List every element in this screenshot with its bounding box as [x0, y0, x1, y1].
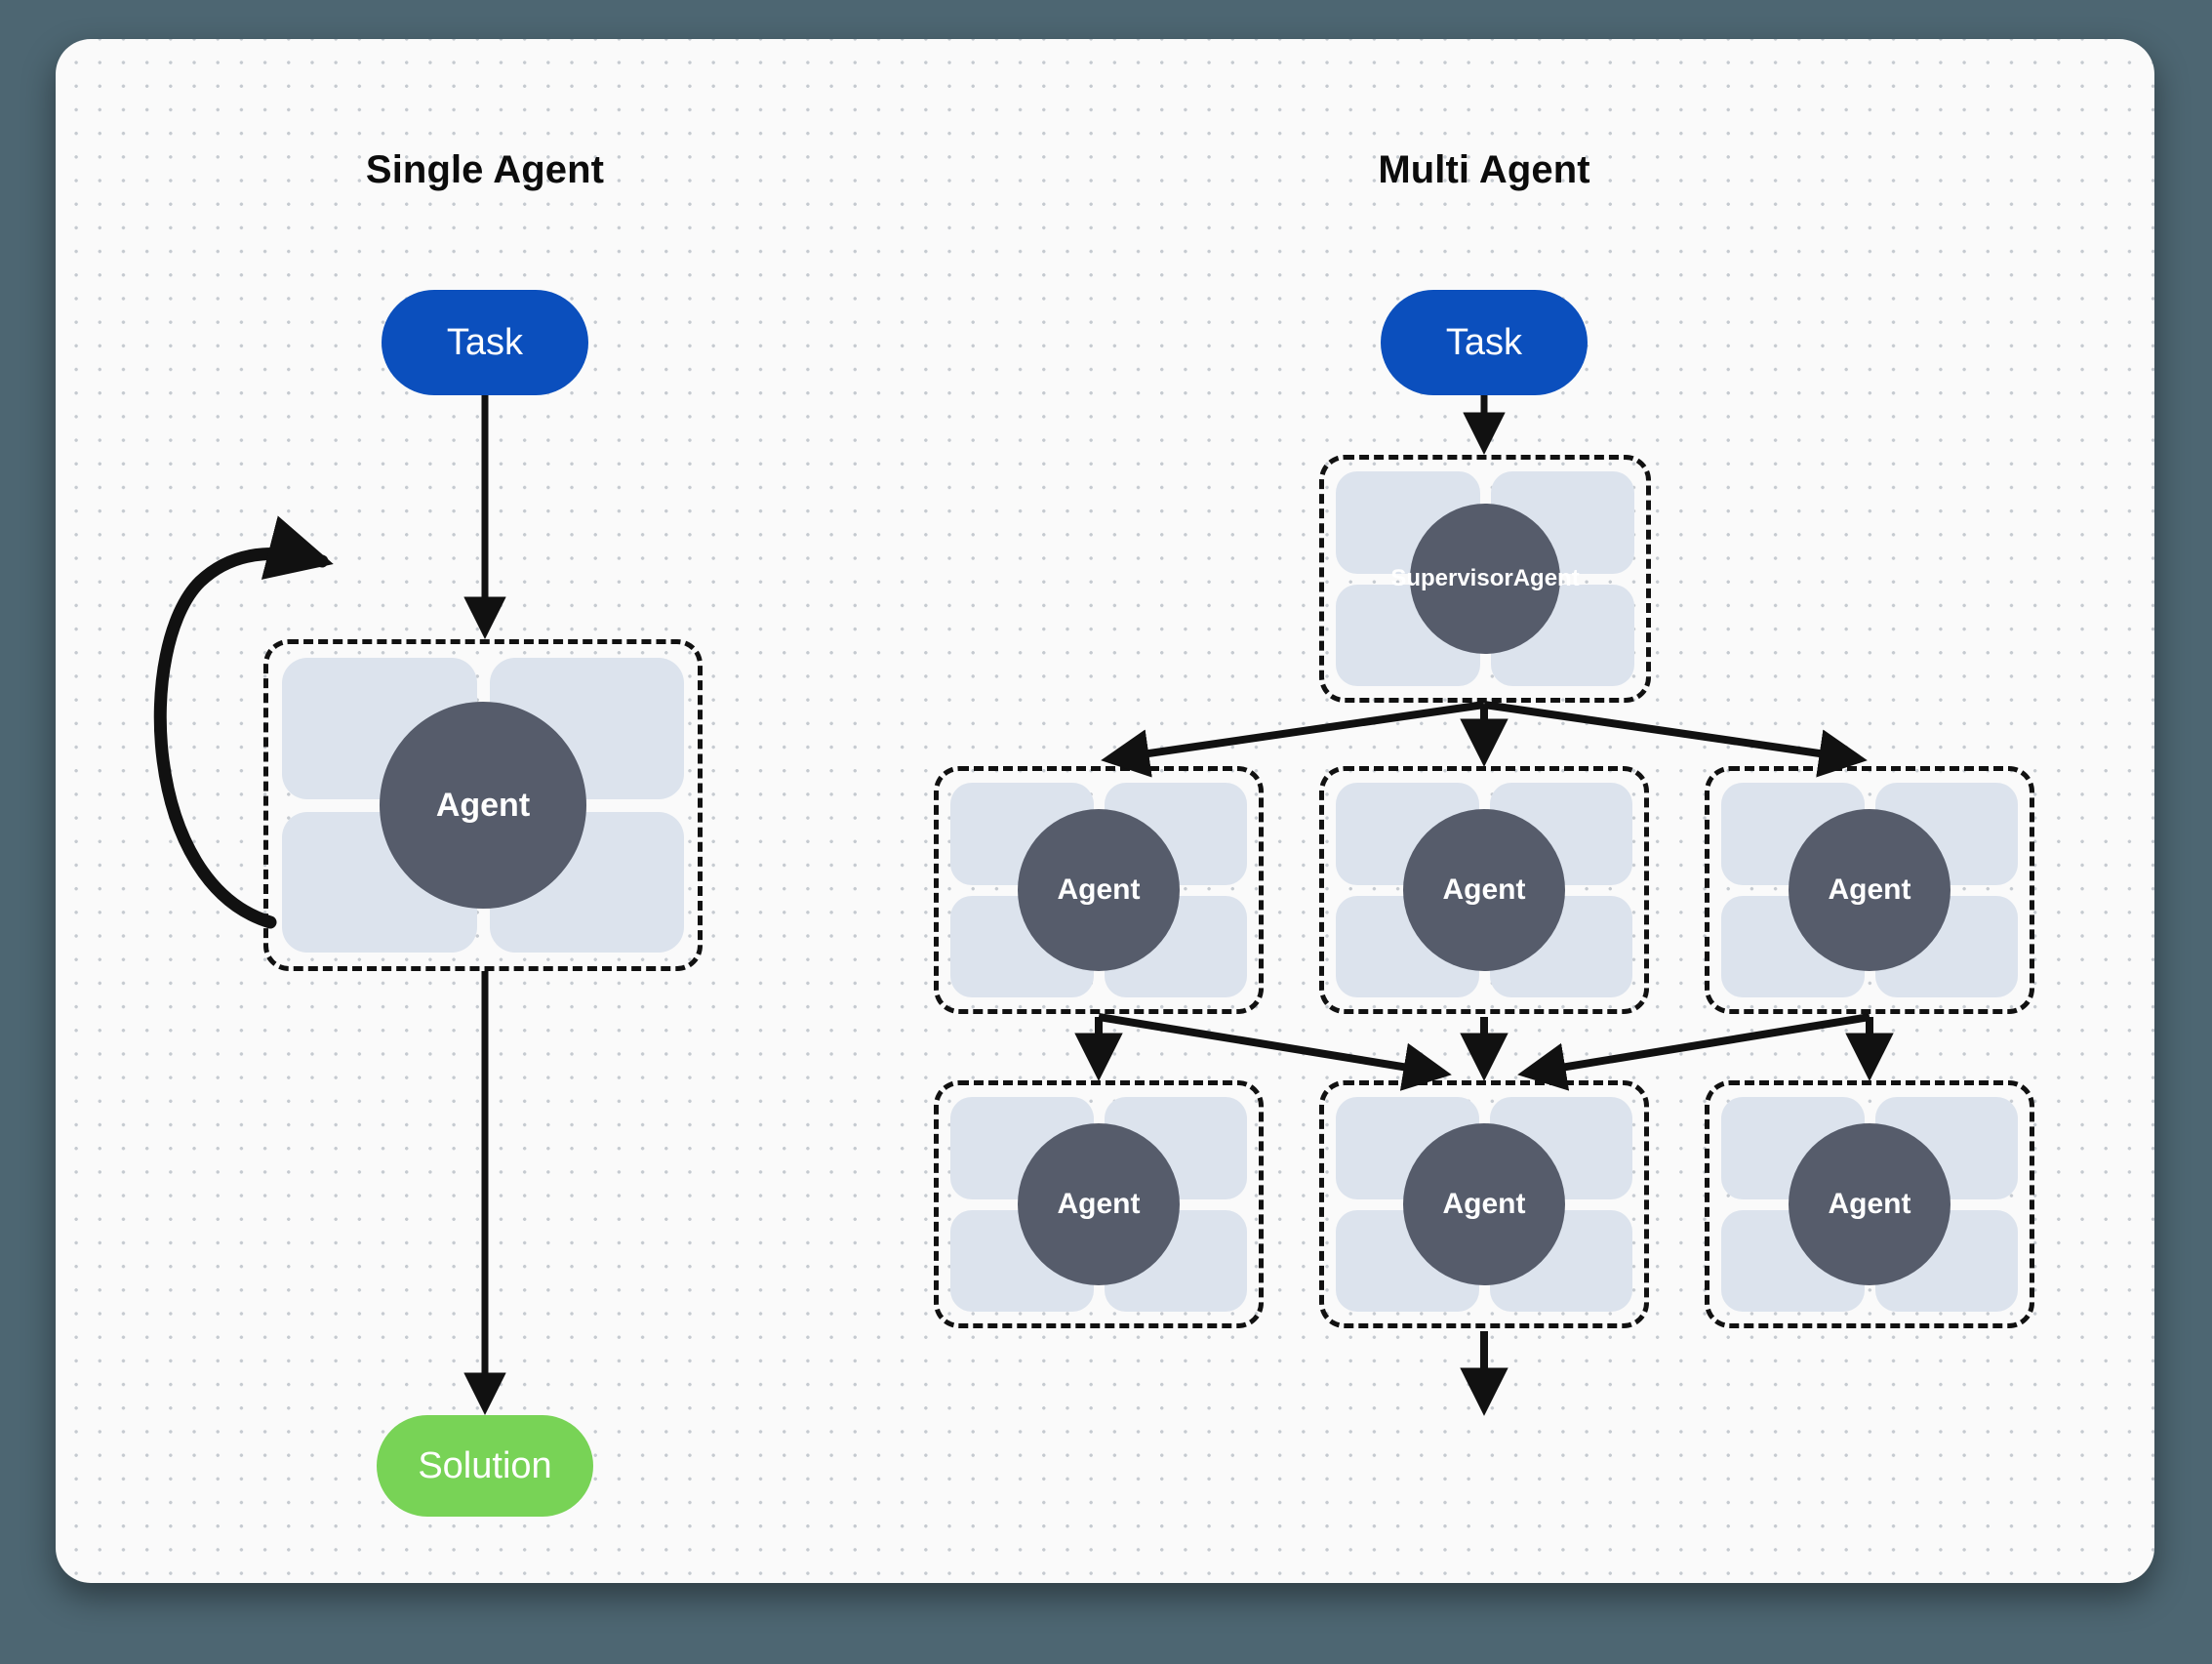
multi-agent-bottom-2[interactable]: Agent: [1319, 1080, 1649, 1328]
agent-core-label: Agent: [1789, 1123, 1951, 1285]
multi-agent-bottom-3[interactable]: Agent: [1705, 1080, 2034, 1328]
supervisor-agent-label-line1: Supervisor: [1390, 565, 1513, 592]
agent-core-label: Agent: [380, 702, 586, 909]
agent-core-label: Agent: [1018, 1123, 1180, 1285]
single-solution-node[interactable]: Solution: [377, 1415, 593, 1517]
supervisor-agent-node[interactable]: Supervisor Agent: [1319, 455, 1651, 703]
multi-agent-middle-3[interactable]: Agent: [1705, 766, 2034, 1014]
agent-core-label: Agent: [1789, 809, 1951, 971]
supervisor-agent-core: Supervisor Agent: [1390, 504, 1580, 654]
agent-core-label: Agent: [1403, 809, 1565, 971]
agent-core-label: Agent: [1018, 809, 1180, 971]
agent-core-label: Agent: [1403, 1123, 1565, 1285]
single-task-node[interactable]: Task: [382, 290, 588, 395]
supervisor-agent-label-line2: Agent: [1512, 565, 1580, 592]
multi-agent-middle-2[interactable]: Agent: [1319, 766, 1649, 1014]
single-agent-node[interactable]: Agent: [263, 639, 703, 971]
multi-agent-column-title: Multi Agent: [1378, 148, 1590, 191]
single-agent-column-title: Single Agent: [365, 148, 605, 191]
multi-agent-middle-1[interactable]: Agent: [934, 766, 1264, 1014]
multi-agent-bottom-1[interactable]: Agent: [934, 1080, 1264, 1328]
multi-task-node[interactable]: Task: [1381, 290, 1588, 395]
